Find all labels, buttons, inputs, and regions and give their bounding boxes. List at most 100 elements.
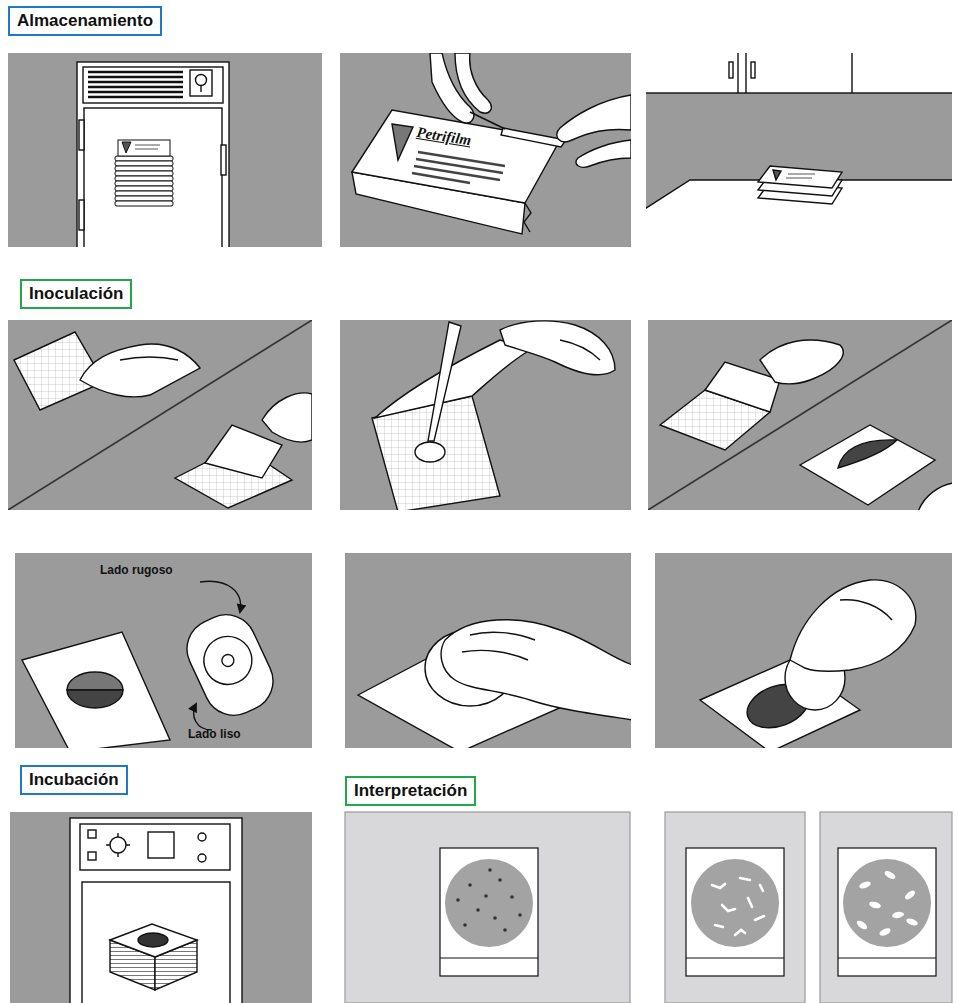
illustration-part	[70, 818, 242, 1003]
illustration-part	[500, 321, 615, 375]
section-heading: Almacenamiento	[8, 6, 162, 36]
illustration-part	[106, 833, 130, 857]
illustration-part	[148, 832, 174, 858]
illustration-part	[88, 72, 183, 97]
illustration-part	[115, 176, 173, 181]
illustration-part	[740, 878, 750, 880]
illustration-part	[415, 442, 445, 462]
illustration-part	[462, 632, 535, 660]
part-label: Lado liso	[188, 727, 241, 741]
illustration-part	[262, 393, 312, 442]
illustration-part	[712, 884, 725, 888]
illustration-part	[878, 927, 891, 938]
package-cut-panel	[340, 53, 631, 247]
illustration-part	[196, 75, 207, 86]
illustration-part	[115, 191, 173, 196]
illustration-part	[200, 581, 241, 612]
pipette-panel	[340, 320, 631, 510]
illustration-part	[722, 905, 735, 911]
illustration-part	[905, 917, 918, 927]
illustration-part	[115, 201, 173, 206]
illustration-part	[194, 704, 212, 730]
illustration-part	[748, 898, 752, 907]
heading-text: Interpretación	[354, 780, 467, 801]
illustration-part	[67, 672, 123, 690]
lift-panel	[655, 553, 952, 748]
illustration-part	[735, 930, 745, 935]
heading-text: Inoculación	[29, 283, 123, 304]
illustration-part	[855, 919, 868, 931]
illustration-part	[88, 852, 96, 860]
illustration-part	[88, 830, 96, 838]
illustration-part	[84, 108, 222, 247]
illustration-part	[115, 166, 173, 171]
illustration-part	[648, 320, 952, 510]
illustration-part	[138, 933, 168, 947]
illustration-part	[115, 156, 173, 161]
illustration-part	[79, 120, 84, 150]
illustration-part	[501, 128, 566, 147]
illustration-part	[200, 86, 201, 92]
illustration-part	[205, 425, 282, 478]
illustration-part	[463, 923, 467, 927]
illustration-part	[560, 340, 600, 360]
fridge-panel	[8, 53, 322, 247]
press-panel	[345, 553, 631, 748]
illustration-part	[115, 186, 173, 191]
result-plates	[345, 812, 952, 1003]
illustration-part	[858, 880, 871, 890]
illustration-part	[503, 928, 507, 932]
illustration-part	[83, 67, 223, 103]
illustration-part	[470, 112, 505, 129]
illustration-part	[82, 882, 230, 1003]
illustration-part	[868, 901, 881, 910]
illustration-part	[8, 320, 312, 510]
illustration-part	[455, 53, 491, 113]
illustration-part	[855, 869, 918, 937]
illustration-part	[220, 652, 236, 668]
illustration-part	[122, 142, 131, 153]
illustration-part	[790, 580, 916, 671]
illustration-part	[498, 878, 502, 882]
illustration-part	[518, 913, 522, 917]
illustration-part	[67, 690, 123, 708]
illustration-part	[135, 145, 160, 149]
illustration-part	[468, 883, 472, 887]
illustration-part	[820, 812, 952, 1003]
illustration-part	[120, 357, 178, 360]
illustration-part	[648, 320, 952, 510]
illustration-part	[22, 632, 170, 748]
illustration-part	[755, 916, 764, 920]
illustration-part	[110, 924, 197, 957]
part-label: Lado rugoso	[100, 563, 173, 577]
film-close-panel	[648, 320, 952, 510]
illustration-part	[576, 140, 631, 167]
illustration-part	[80, 344, 200, 397]
illustration-part	[786, 174, 815, 178]
illustration-part	[476, 908, 480, 912]
illustration-part	[456, 868, 522, 932]
illustration-part	[751, 62, 755, 78]
illustration-part	[840, 600, 892, 620]
illustration-part	[838, 957, 936, 958]
illustration-part	[686, 848, 784, 976]
illustration-part	[524, 203, 531, 232]
illustration-part	[715, 925, 723, 927]
illustration-part	[445, 859, 533, 947]
illustration-part	[488, 868, 492, 872]
illustration-part	[428, 322, 461, 441]
illustration-part	[198, 854, 206, 862]
illustration-part	[440, 957, 538, 958]
illustration-part	[456, 898, 460, 902]
illustration-part	[712, 878, 764, 935]
illustration-part	[883, 869, 896, 880]
illustration-part	[691, 859, 779, 947]
illustration-part	[738, 53, 852, 93]
illustration-part	[441, 620, 631, 720]
illustration-part	[340, 53, 631, 247]
illustration-part	[758, 166, 842, 188]
illustration-part	[8, 320, 312, 510]
illustration-part	[80, 824, 230, 870]
